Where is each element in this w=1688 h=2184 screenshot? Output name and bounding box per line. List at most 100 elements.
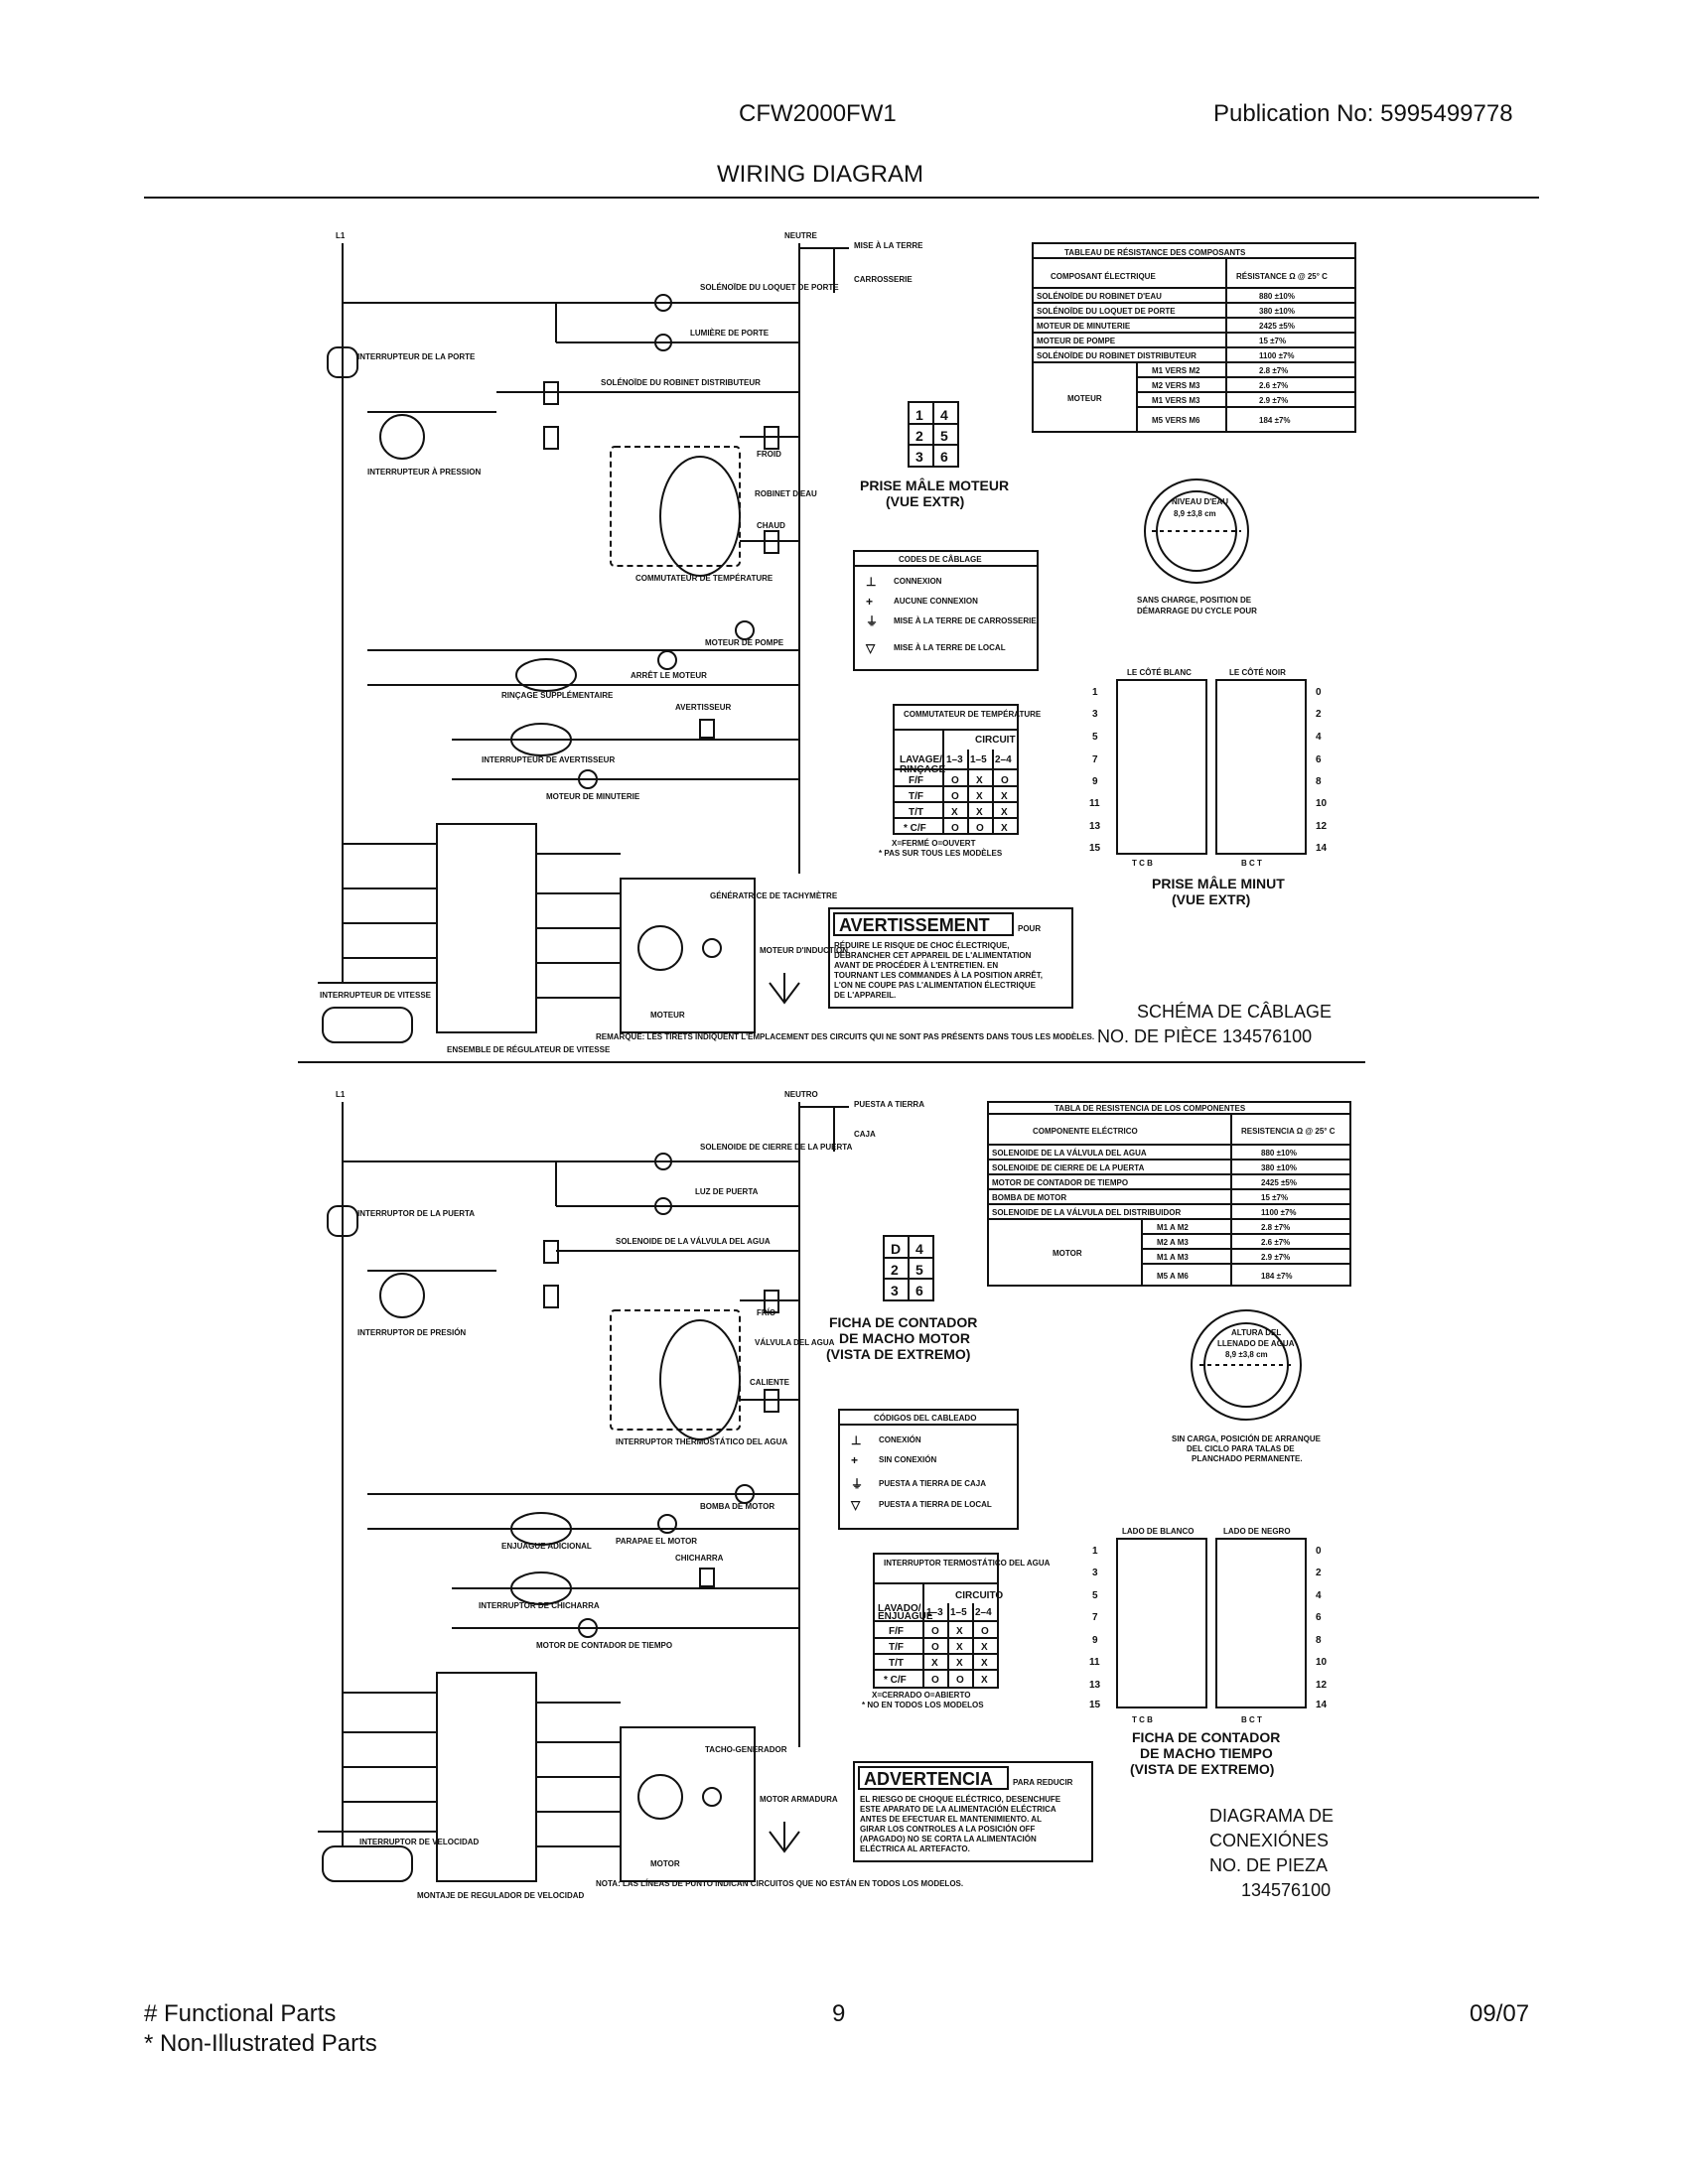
svg-text:O: O [951, 775, 959, 786]
es-code-3: PUESTA A TIERRA DE LOCAL [879, 1500, 992, 1509]
fr-code-2: MISE À LA TERRE DE CARROSSERIE [894, 616, 1037, 625]
svg-text:LUMIÈRE DE PORTE: LUMIÈRE DE PORTE [690, 329, 770, 338]
svg-text:T/F: T/F [909, 791, 923, 802]
svg-text:CIRCUITO: CIRCUITO [955, 1590, 1003, 1601]
svg-text:COMMUTATEUR DE TEMPÉRATURE: COMMUTATEUR DE TEMPÉRATURE [635, 574, 774, 583]
svg-text:BOMBA DE MOTOR: BOMBA DE MOTOR [700, 1502, 774, 1511]
spanish-warning-box [853, 1761, 1093, 1862]
svg-text:O: O [951, 823, 959, 834]
es-side-black: LADO DE NEGRO [1223, 1527, 1291, 1536]
svg-text:X: X [981, 1658, 988, 1669]
svg-text:13: 13 [1089, 1680, 1101, 1691]
svg-text:MOTOR: MOTOR [650, 1859, 680, 1868]
fr-res-motor-label: MOTEUR [1067, 394, 1102, 403]
es-res-row-2-val: 2425 ±5% [1261, 1178, 1297, 1187]
svg-text:CHAUD: CHAUD [757, 521, 785, 530]
svg-text:X: X [981, 1642, 988, 1653]
svg-text:INTERRUPTEUR DE LA PORTE: INTERRUPTEUR DE LA PORTE [357, 352, 476, 361]
svg-text:MOTEUR: MOTEUR [650, 1011, 685, 1020]
svg-text:5: 5 [940, 428, 948, 444]
svg-text:4: 4 [1316, 1590, 1322, 1601]
svg-text:ENSEMBLE DE RÉGULATEUR DE VITE: ENSEMBLE DE RÉGULATEUR DE VITESSE [447, 1045, 611, 1054]
es-timer-plug-sub: (VISTA DE EXTREMO) [1130, 1761, 1274, 1777]
svg-text:X: X [976, 807, 983, 818]
svg-text:13: 13 [1089, 821, 1101, 832]
svg-text:CHICHARRA: CHICHARRA [675, 1554, 724, 1563]
svg-text:T/F: T/F [889, 1642, 904, 1653]
svg-text:NEUTRO: NEUTRO [784, 1090, 818, 1099]
svg-text:ARRÊT LE MOTEUR: ARRÊT LE MOTEUR [631, 671, 707, 680]
fr-res-title: TABLEAU DE RÉSISTANCE DES COMPOSANTS [1064, 248, 1246, 257]
svg-text:O: O [951, 791, 959, 802]
svg-text:X: X [1001, 791, 1008, 802]
es-pin-foot-right: B C T [1241, 1715, 1262, 1724]
svg-text:T/T: T/T [889, 1658, 904, 1669]
fr-warning-line-5: DE L'APPAREIL. [834, 991, 896, 1000]
svg-text:2: 2 [1316, 709, 1322, 720]
es-warning-line-4: (APAGADO) NO SE CORTA LA ALIMENTACIÓN [860, 1835, 1037, 1843]
svg-text:X: X [1001, 807, 1008, 818]
es-warning-line-3: GIRAR LOS CONTROLES A LA POSICIÓN OFF [860, 1825, 1036, 1834]
fr-res-motor-0-val: 2.8 ±7% [1259, 366, 1288, 375]
es-side-white: LADO DE BLANCO [1122, 1527, 1194, 1536]
es-water-level-1: ALTURA DEL [1231, 1328, 1281, 1337]
svg-text:* C/F: * C/F [884, 1675, 907, 1686]
header-rule [144, 197, 1539, 199]
svg-text:2: 2 [915, 428, 923, 444]
french-resistance-table [1032, 242, 1356, 433]
svg-text:4: 4 [1316, 732, 1322, 743]
fr-res-row-4-name: SOLÉNOÏDE DU ROBINET DISTRIBUTEUR [1037, 351, 1196, 360]
french-water-level-gauge [1144, 478, 1249, 584]
fr-water-caption-1: SANS CHARGE, POSITION DE [1137, 596, 1252, 605]
svg-text:GÉNÉRATRICE DE TACHYMÈTRE: GÉNÉRATRICE DE TACHYMÈTRE [710, 891, 838, 900]
es-warning-line-2: ANTES DE EFECTUAR EL MANTENIMIENTO. AL [860, 1815, 1042, 1824]
svg-text:0: 0 [1316, 687, 1322, 698]
svg-text:LAVADO/: LAVADO/ [878, 1603, 921, 1614]
es-warning-title: ADVERTENCIA [864, 1769, 993, 1789]
svg-text:RINÇAGE: RINÇAGE [900, 764, 945, 775]
svg-text:X: X [956, 1642, 963, 1653]
french-temp-switch-table [893, 704, 1019, 835]
es-res-row-1-name: SOLENOIDE DE CIERRE DE LA PUERTA [992, 1163, 1145, 1172]
svg-text:T/T: T/T [909, 807, 923, 818]
svg-text:1–3: 1–3 [926, 1607, 943, 1618]
svg-text:4: 4 [940, 407, 948, 423]
spanish-codes-box [838, 1409, 1019, 1530]
svg-text:▽: ▽ [850, 1498, 861, 1512]
svg-text:1–5: 1–5 [970, 754, 987, 765]
svg-text:11: 11 [1089, 798, 1100, 809]
es-plug-sub: (VISTA DE EXTREMO) [826, 1346, 970, 1362]
fr-timer-plug: PRISE MÂLE MINUT [1152, 875, 1285, 891]
svg-text:⏚: ⏚ [851, 1477, 863, 1491]
svg-text:CARROSSERIE: CARROSSERIE [854, 275, 913, 284]
es-res-row-3-name: BOMBA DE MOTOR [992, 1193, 1066, 1202]
svg-text:LUZ DE PUERTA: LUZ DE PUERTA [695, 1187, 759, 1196]
fr-res-col1: COMPOSANT ÉLECTRIQUE [1051, 272, 1156, 281]
fr-res-motor-1: M2 VERS M3 [1152, 381, 1200, 390]
fr-warning-line-4: L'ON NE COUPE PAS L'ALIMENTATION ÉLECTRI… [834, 981, 1037, 990]
footer-date: 09/07 [1470, 2000, 1530, 2027]
svg-text:10: 10 [1316, 1657, 1328, 1668]
es-res-row-4-val: 1100 ±7% [1261, 1208, 1297, 1217]
es-res-row-0-val: 880 ±10% [1261, 1149, 1297, 1158]
svg-text:6: 6 [915, 1283, 923, 1298]
es-code-2: PUESTA A TIERRA DE CAJA [879, 1479, 986, 1488]
svg-text:X: X [931, 1658, 938, 1669]
fr-schema-title: SCHÉMA DE CÂBLAGE [1137, 1002, 1332, 1022]
es-res-col2: RESISTENCIA Ω @ 25° C [1241, 1127, 1336, 1136]
fr-res-row-3-name: MOTEUR DE POMPE [1037, 337, 1116, 345]
es-code-1: SIN CONEXIÓN [879, 1455, 936, 1464]
es-plug-label-1: FICHA DE CONTADOR [829, 1314, 977, 1330]
svg-text:6: 6 [940, 449, 948, 465]
svg-text:INTERRUPTOR DE CHICHARRA: INTERRUPTOR DE CHICHARRA [479, 1601, 600, 1610]
svg-text:14: 14 [1316, 843, 1328, 854]
fr-warning-title: AVERTISSEMENT [839, 915, 990, 935]
fr-side-black: LE CÔTÉ NOIR [1229, 668, 1286, 677]
es-res-motor-2-val: 2.9 ±7% [1261, 1253, 1290, 1262]
es-temp-note-1: X=CERRADO O=ABIERTO [872, 1691, 970, 1700]
fr-temp-note-1: X=FERMÉ O=OUVERT [892, 839, 976, 848]
svg-text:CALIENTE: CALIENTE [750, 1378, 790, 1387]
es-res-row-4-name: SOLENOIDE DE LA VÁLVULA DEL DISTRIBUIDOR [992, 1208, 1181, 1217]
svg-text:1: 1 [915, 407, 923, 423]
spanish-schematic [318, 1102, 849, 1882]
